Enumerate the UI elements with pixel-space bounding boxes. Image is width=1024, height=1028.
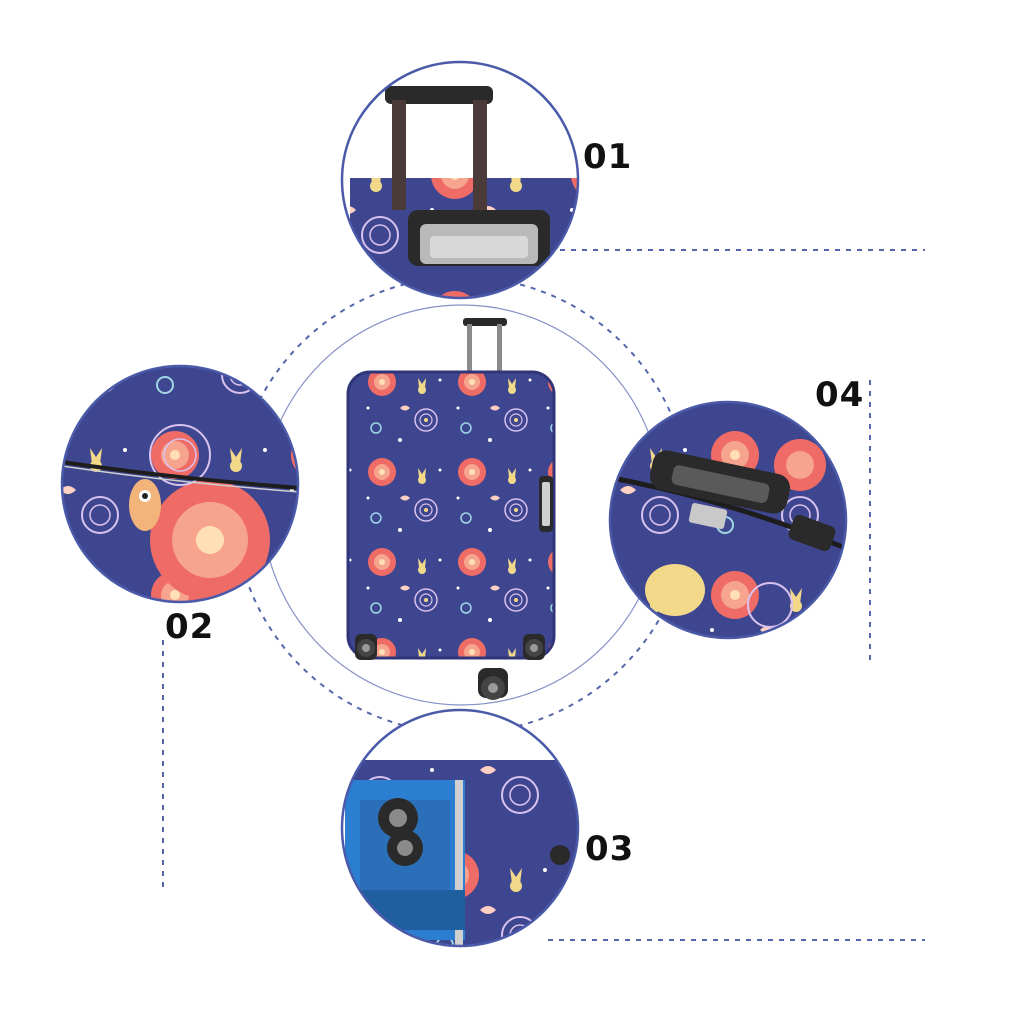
combination-lock-icon bbox=[688, 503, 728, 529]
callout-label-03: 03 bbox=[585, 829, 635, 869]
callout-04-image bbox=[608, 400, 848, 640]
callout-label-02: 02 bbox=[165, 607, 215, 647]
callout-label-01: 01 bbox=[583, 137, 633, 177]
callout-03-image bbox=[340, 708, 580, 948]
callout-02-image bbox=[60, 364, 300, 604]
callout-01-image bbox=[340, 60, 580, 300]
trolley-handle bbox=[463, 318, 507, 326]
suitcase-with-cover bbox=[346, 318, 556, 700]
spinner-wheel-icon bbox=[355, 634, 545, 700]
callout-label-04: 04 bbox=[815, 375, 865, 415]
cover-body bbox=[348, 372, 554, 658]
